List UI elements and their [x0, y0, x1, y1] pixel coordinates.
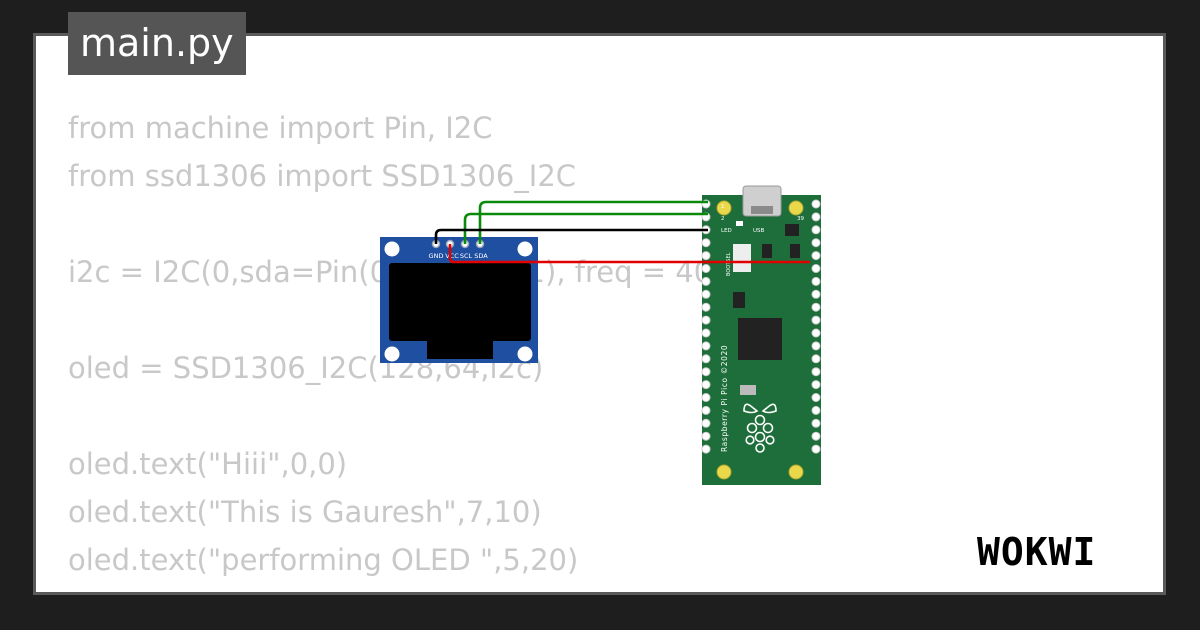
pico-pin-pad-left[interactable] — [701, 354, 711, 364]
usb-label: USB — [753, 228, 765, 234]
pico-pin-pad-right[interactable] — [811, 393, 821, 402]
pico-pin-pad-right[interactable] — [811, 354, 821, 364]
wokwi-logo-text: WOKWI — [977, 530, 1096, 574]
oled-pin-label: VCC — [445, 252, 459, 260]
pico-pin-pad-right[interactable] — [811, 276, 821, 286]
pico-pin-pad-left[interactable] — [701, 431, 711, 441]
pico-pin-pad-left[interactable] — [701, 393, 711, 402]
oled-module[interactable]: GND VCC SCL SDA — [380, 237, 538, 363]
oled-screen — [389, 263, 531, 341]
pico-pin-pad-right[interactable] — [811, 264, 821, 273]
pico-pin-pad-right[interactable] — [811, 199, 821, 209]
oled-mount-hole — [384, 346, 400, 362]
pico-mount-hole — [716, 200, 732, 216]
pico-pin-pad-left[interactable] — [701, 444, 711, 454]
pico-pin-pad-right[interactable] — [811, 418, 821, 428]
wokwi-logo: WOKWI — [977, 530, 1096, 574]
code-listing: from machine import Pin, I2C from ssd130… — [68, 111, 797, 592]
rp2040-chip — [738, 318, 782, 360]
pico-pin-pad-left[interactable] — [701, 238, 711, 248]
pico-pin-pad-left[interactable] — [701, 405, 711, 415]
pico-board[interactable]: 1 2 39 LED USB BOOTSEL Raspberry Pi Pico… — [701, 185, 821, 485]
wire-gnd[interactable] — [434, 228, 708, 244]
pico-pin-pad-right[interactable] — [811, 405, 821, 415]
pico-pin-pad-left[interactable] — [701, 418, 711, 428]
pico-pin-pad-right[interactable] — [811, 212, 821, 222]
usb-port-slot — [751, 206, 773, 214]
pico-silkscreen-name: Raspberry Pi Pico ©2020 — [720, 345, 729, 452]
pico-pin-pad-right[interactable] — [811, 328, 821, 338]
pico-pin-pad-left[interactable] — [701, 264, 711, 273]
pico-mount-hole — [788, 200, 804, 216]
pico-component — [740, 385, 756, 395]
pin-1-label: 1 — [721, 204, 725, 210]
wires — [434, 200, 810, 264]
pico-mount-hole — [716, 464, 732, 480]
pico-pin-pad-right[interactable] — [811, 302, 821, 312]
oled-mount-hole — [384, 241, 400, 257]
wire-vcc[interactable] — [448, 244, 810, 264]
led-indicator — [736, 221, 743, 226]
pico-pin-pad-left[interactable] — [701, 328, 711, 338]
pico-component — [785, 224, 799, 236]
oled-pin-label: GND — [429, 252, 444, 260]
led-label: LED — [721, 228, 732, 234]
pico-pin-pad-right[interactable] — [811, 367, 821, 377]
pico-pin-header — [701, 199, 821, 454]
pin-2-label: 2 — [721, 216, 725, 222]
oled-pin-label: SDA — [474, 252, 488, 260]
pico-component — [762, 244, 772, 258]
filename-tab[interactable]: main.py — [68, 12, 246, 75]
wire-scl[interactable] — [463, 212, 708, 244]
wire-sda[interactable] — [478, 200, 708, 244]
pico-pin-pad-right[interactable] — [811, 289, 821, 299]
pico-pin-pad-left[interactable] — [701, 315, 711, 325]
pico-pin-pad-right[interactable] — [811, 251, 821, 261]
pico-pin-pad-left[interactable] — [701, 289, 711, 299]
pico-pin-pad-left[interactable] — [701, 276, 711, 286]
canvas-card: from machine import Pin, I2C from ssd130… — [33, 33, 1166, 595]
pico-pin-pad-left[interactable] — [701, 367, 711, 377]
pico-pin-pad-right[interactable] — [811, 431, 821, 441]
pico-pin-pad-right[interactable] — [811, 444, 821, 454]
pico-component — [790, 244, 800, 258]
pico-pin-pad-left[interactable] — [701, 302, 711, 312]
pico-pin-pad-right[interactable] — [811, 225, 821, 235]
pico-pin-pad-right[interactable] — [811, 380, 821, 390]
pico-pin-pad-left[interactable] — [701, 380, 711, 390]
bootsel-label: BOOTSEL — [726, 252, 732, 276]
pico-pin-pad-right[interactable] — [811, 315, 821, 325]
oled-ribbon — [427, 341, 493, 359]
pin-39-label: 39 — [797, 216, 804, 222]
pico-mount-hole — [788, 464, 804, 480]
pico-component — [733, 292, 745, 308]
pico-pin-pad-right[interactable] — [811, 341, 821, 351]
oled-mount-hole — [517, 241, 533, 257]
oled-mount-hole — [517, 346, 533, 362]
pico-pin-pad-right[interactable] — [811, 238, 821, 248]
pico-pin-pad-left[interactable] — [701, 251, 711, 261]
raspberry-logo-icon — [743, 403, 777, 453]
oled-pin-label: SCL — [460, 252, 473, 260]
bootsel-button[interactable] — [733, 244, 751, 272]
pico-pin-pad-left[interactable] — [701, 341, 711, 351]
